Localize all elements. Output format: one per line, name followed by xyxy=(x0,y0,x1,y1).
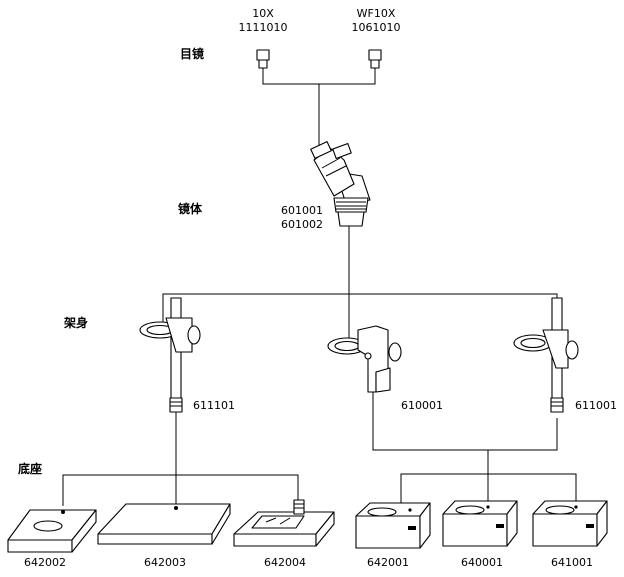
category-label-base: 底座 xyxy=(18,462,43,476)
base-642002-drawing xyxy=(7,509,97,553)
stand-611101-drawing xyxy=(139,297,201,413)
stand-code-611101: 611101 xyxy=(193,399,235,412)
body-code-2: 601002 xyxy=(281,218,323,231)
eyepiece-wf10x-code: 1061010 xyxy=(351,21,401,34)
category-label-body: 镜体 xyxy=(178,202,203,216)
base-640001-drawing xyxy=(442,500,518,547)
stand-611001-drawing xyxy=(513,297,579,413)
eyepiece-10x-drawing xyxy=(256,49,270,69)
body-code-1: 601001 xyxy=(281,204,323,217)
stand-610001-drawing xyxy=(327,325,402,393)
base-code-642004: 642004 xyxy=(264,556,306,569)
eyepiece-10x-name: 10X xyxy=(252,7,274,20)
category-label-eyepiece: 目镜 xyxy=(180,47,205,61)
stand-connector-right xyxy=(372,392,558,451)
category-label-stand: 架身 xyxy=(64,316,89,330)
base-code-642002: 642002 xyxy=(24,556,66,569)
base-code-642003: 642003 xyxy=(144,556,186,569)
base-642003-drawing xyxy=(97,503,231,545)
base-code-640001: 640001 xyxy=(461,556,503,569)
microscope-body-drawing xyxy=(310,141,371,227)
eyepiece-connector xyxy=(262,68,376,85)
connector-lines xyxy=(62,68,577,512)
base-code-641001: 641001 xyxy=(551,556,593,569)
eyepiece-wf10x-name: WF10X xyxy=(356,7,396,20)
stand-code-611001: 611001 xyxy=(575,399,617,412)
base-connector-left xyxy=(62,474,299,512)
eyepiece-10x-code: 1111010 xyxy=(238,21,288,34)
base-code-642001: 642001 xyxy=(367,556,409,569)
stand-code-610001: 610001 xyxy=(401,399,443,412)
eyepiece-wf10x-drawing xyxy=(368,49,382,69)
base-641001-drawing xyxy=(532,500,608,547)
base-642001-drawing xyxy=(355,502,431,549)
base-642004-drawing xyxy=(233,499,335,547)
